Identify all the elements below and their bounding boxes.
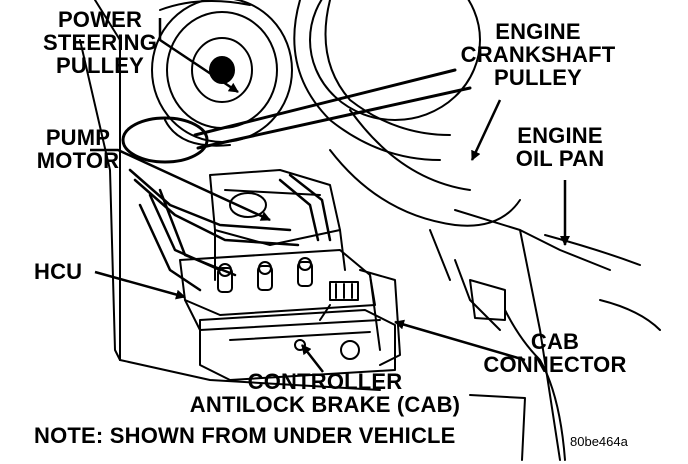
pump-motor-drawing [209, 169, 346, 281]
label-engine-crankshaft-pulley: ENGINE CRANKSHAFT PULLEY [460, 19, 616, 90]
leader-power-steering [158, 18, 239, 94]
label-power-steering-pulley: POWER STEERING PULLEY [42, 7, 158, 78]
leader-pump-motor [90, 148, 271, 222]
label-cab-connector: CAB CONNECTOR [483, 329, 627, 377]
label-pump-motor: PUMP MOTOR [36, 125, 120, 173]
cab-connector-drawing [359, 269, 401, 366]
leader-controller [301, 344, 324, 373]
hcu-drawing [179, 249, 381, 331]
frame-rail-drawing [79, 0, 381, 391]
oil-pan-drawing [429, 209, 641, 461]
leader-crankshaft [470, 99, 502, 161]
figure-id: 80be464a [570, 434, 628, 449]
label-controller-antilock-brake: CONTROLLER ANTILOCK BRAKE (CAB) [189, 369, 461, 417]
note-shown-from-under-vehicle: NOTE: SHOWN FROM UNDER VEHICLE [34, 423, 456, 448]
brake-lines-drawing [128, 168, 332, 292]
cab-module-drawing [199, 281, 396, 381]
bracket-drawing [469, 299, 661, 461]
label-engine-oil-pan: ENGINE OIL PAN [515, 123, 605, 171]
crankshaft-pulley-drawing [293, 0, 521, 227]
label-hcu: HCU [34, 259, 83, 284]
leader-cab-connector [394, 319, 526, 362]
drive-belt-drawing [121, 68, 472, 164]
leader-hcu [94, 270, 186, 300]
power-steering-pulley-drawing [151, 0, 293, 147]
leader-lines [90, 18, 570, 373]
